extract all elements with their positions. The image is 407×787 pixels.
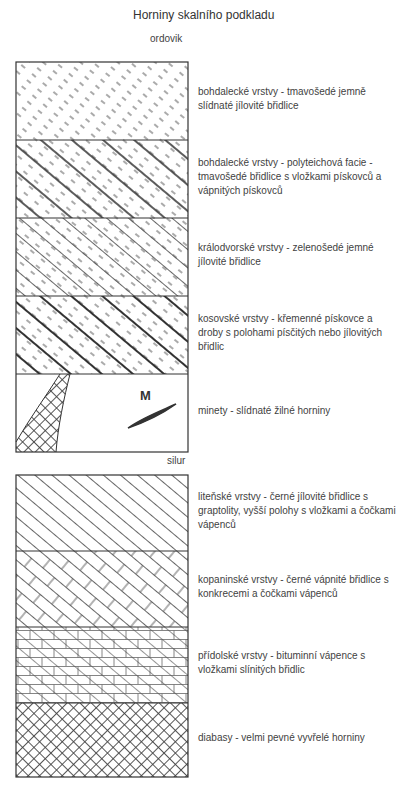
- legend-row: přídolské vrstvy - bituminní vápence s v…: [16, 627, 400, 703]
- rock-description: bohdalecké vrstvy - polyteichová facie -…: [198, 156, 398, 198]
- rock-description: liteňské vrstvy - černé jílovité břidlic…: [198, 490, 398, 532]
- rock-description: minety - slídnaté žilné horniny: [198, 404, 398, 418]
- legend-row: liteňské vrstvy - černé jílovité břidlic…: [16, 475, 400, 551]
- legend-row: bohdalecké vrstvy - tmavošedé jemně slíd…: [16, 62, 400, 140]
- legend-row: králodvorské vrstvy - zelenošedé jemné j…: [16, 218, 400, 296]
- map-symbol: M: [140, 388, 151, 403]
- period-label: silur: [167, 455, 185, 466]
- legend-row: kosovské vrstvy - křemenné pískovce a dr…: [16, 296, 400, 374]
- legend-row: bohdalecké vrstvy - polyteichová facie -…: [16, 140, 400, 218]
- diagram-title: Horniny skalního podkladu: [133, 8, 274, 22]
- rock-description: kopaninské vrstvy - černé vápnité břidli…: [198, 573, 398, 601]
- legend-row: diabasy - velmi pevné vyvřelé horniny: [16, 703, 400, 777]
- rock-description: přídolské vrstvy - bituminní vápence s v…: [198, 649, 398, 677]
- rock-description: králodvorské vrstvy - zelenošedé jemné j…: [198, 241, 398, 269]
- legend-row: Mminety - slídnaté žilné horniny: [16, 374, 400, 452]
- period-label: ordovik: [150, 33, 182, 44]
- legend-row: kopaninské vrstvy - černé vápnité břidli…: [16, 551, 400, 627]
- rock-description: diabasy - velmi pevné vyvřelé horniny: [198, 731, 398, 745]
- rock-description: kosovské vrstvy - křemenné pískovce a dr…: [198, 312, 398, 354]
- rock-description: bohdalecké vrstvy - tmavošedé jemně slíd…: [198, 85, 398, 113]
